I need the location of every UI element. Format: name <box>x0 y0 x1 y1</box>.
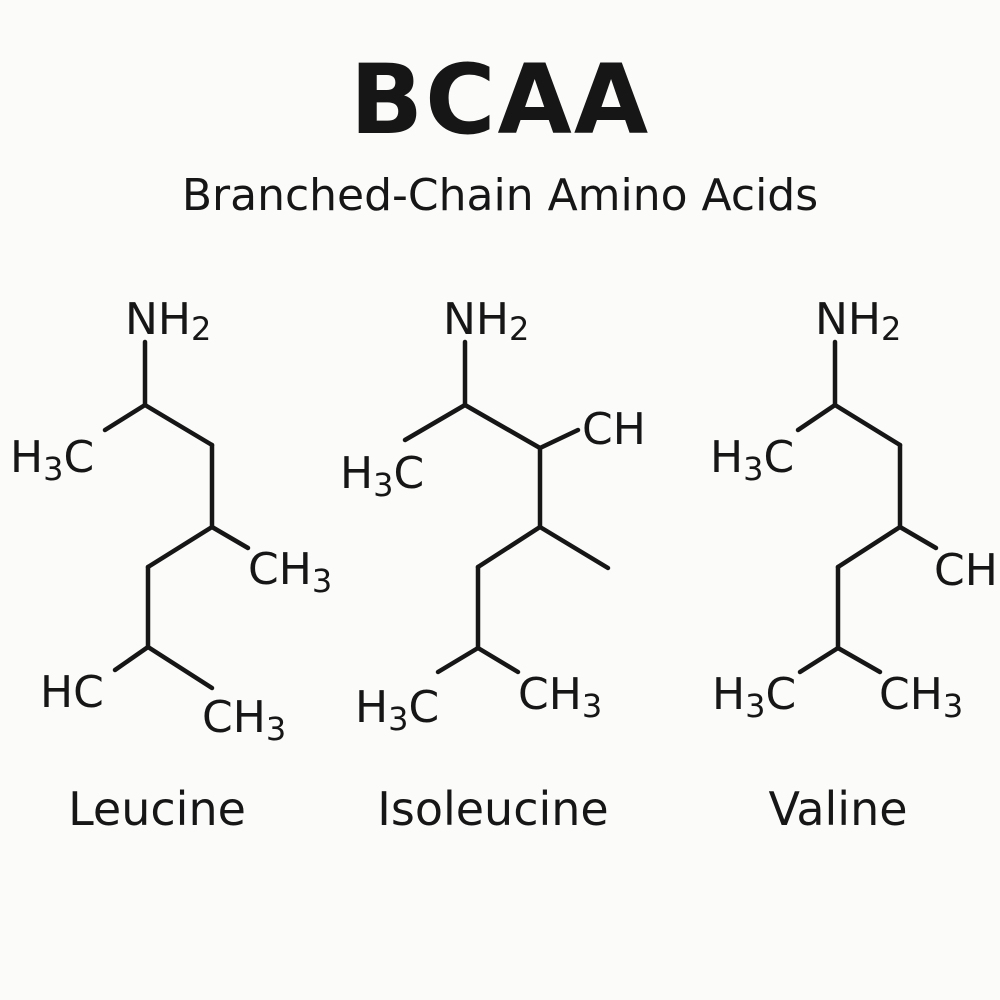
isoleucine-bond-methyl-branch <box>537 524 611 571</box>
leucine-bond-chain-1 <box>142 402 215 448</box>
valine-bonds <box>795 339 939 675</box>
leucine-right-methyl-label: CH3 <box>248 544 332 600</box>
isoleucine-bond-lower-right <box>475 645 521 675</box>
isoleucine-lower-left-label: H3C <box>355 682 439 738</box>
isoleucine-upper-right-label: CH <box>582 404 646 455</box>
valine-lower-left-label: H3C <box>712 669 796 725</box>
leucine-structure: NH2 H3C CH3 HC CH3 Leucine <box>10 294 332 836</box>
page-title: BCAA <box>349 44 651 156</box>
valine-lower-right-label: CH3 <box>879 669 963 725</box>
leucine-lower-left-label: HC <box>40 667 104 718</box>
isoleucine-bond-chain-1 <box>462 402 543 451</box>
leucine-left-methyl-label: H3C <box>10 432 94 488</box>
valine-bond-chain-1 <box>832 402 903 448</box>
isoleucine-bonds <box>402 339 611 675</box>
valine-bond-lower-right <box>835 645 883 675</box>
leucine-bond-lower-right <box>145 644 215 691</box>
leucine-amine-label: NH2 <box>125 294 211 348</box>
leucine-bond-chain-3 <box>145 524 215 570</box>
valine-bond-chain-3 <box>835 524 903 570</box>
valine-bond-right-partial <box>897 524 939 551</box>
valine-bond-left-methyl <box>795 402 838 433</box>
isoleucine-name: Isoleucine <box>377 782 608 836</box>
leucine-bond-left-methyl <box>102 402 148 433</box>
valine-bond-lower-left <box>797 645 841 675</box>
valine-right-partial-label: CH <box>934 545 998 596</box>
valine-name: Valine <box>768 782 907 836</box>
leucine-lower-right-label: CH3 <box>202 692 286 748</box>
isoleucine-bond-left-methyl <box>402 402 468 443</box>
isoleucine-bond-chain-3 <box>475 524 543 570</box>
isoleucine-lower-right-label: CH3 <box>518 669 602 725</box>
leucine-name: Leucine <box>68 782 246 836</box>
valine-amine-label: NH2 <box>815 294 901 348</box>
leucine-bond-lower-left <box>112 644 151 673</box>
leucine-bonds <box>102 339 251 691</box>
isoleucine-left-methyl-label: H3C <box>340 448 424 504</box>
valine-left-methyl-label: H3C <box>710 432 794 488</box>
isoleucine-bond-lower-left <box>435 645 481 675</box>
isoleucine-amine-label: NH2 <box>443 294 529 348</box>
isoleucine-bond-upper-right <box>537 427 581 451</box>
isoleucine-structure: NH2 H3C CH H3C CH3 Isoleucine <box>340 294 646 836</box>
leucine-bond-right-methyl <box>209 524 251 551</box>
page-subtitle: Branched-Chain Amino Acids <box>181 170 819 221</box>
valine-structure: NH2 H3C CH H3C CH3 Valine <box>710 294 998 836</box>
